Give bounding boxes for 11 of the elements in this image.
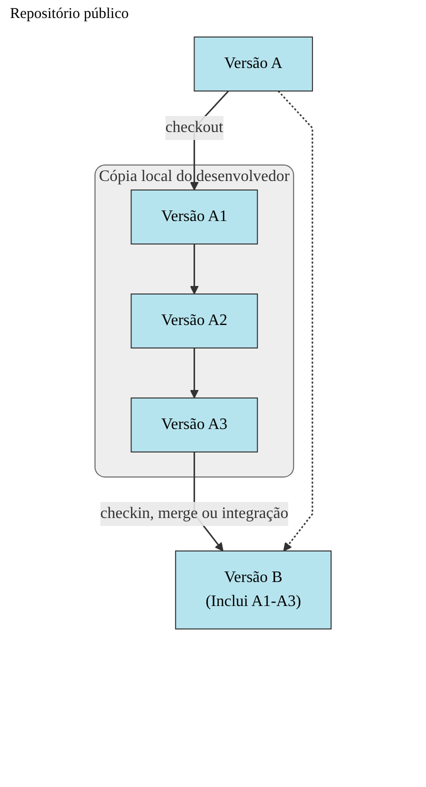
- edge-label: checkin, merge ou integração: [100, 504, 288, 522]
- column-heading: Repositório público: [10, 6, 130, 23]
- node-box: Versão A2: [130, 294, 258, 348]
- arrow: [190, 244, 199, 294]
- arrow: [190, 348, 199, 398]
- node-box: Versão A3: [130, 397, 258, 452]
- arrow: [278, 90, 314, 552]
- node-box: Versão A: [194, 36, 313, 92]
- node-box: Versão B (Inclui A1-A3): [175, 550, 332, 630]
- edge-label: checkout: [165, 119, 224, 136]
- node-box: Versão A1: [130, 190, 258, 244]
